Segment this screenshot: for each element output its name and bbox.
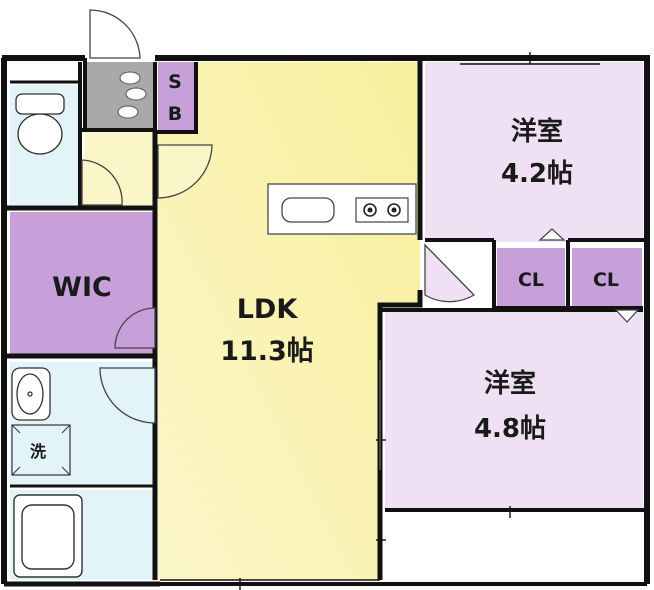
western-room-2-size: 4.8帖	[474, 414, 546, 444]
wic-label: WIC	[52, 272, 112, 303]
closet-2-label: CL	[593, 269, 619, 291]
toilet-door	[81, 159, 123, 206]
room1-door	[424, 243, 476, 303]
washer-label: 洗	[30, 442, 46, 461]
western-room-1-name: 洋室	[511, 116, 563, 147]
western-room-1-size: 4.2帖	[501, 159, 573, 189]
toilet-fixture	[15, 93, 65, 155]
shoe-box	[158, 62, 194, 132]
entry-door	[89, 9, 141, 59]
shoe-box-letter-b: B	[168, 103, 182, 125]
bathtub	[13, 494, 83, 578]
kitchen-counter	[267, 183, 417, 235]
closet-2	[572, 248, 642, 306]
ldk-name: LDK	[237, 294, 299, 325]
wash-door	[99, 367, 156, 424]
western-room-1	[425, 62, 643, 242]
closet-door-marks	[538, 228, 640, 323]
doors	[81, 9, 476, 424]
western-room-2-name: 洋室	[484, 368, 536, 399]
closet-1-label: CL	[518, 269, 544, 291]
wash-basin	[11, 367, 51, 421]
ldk-door	[157, 144, 213, 199]
window-marks	[160, 52, 600, 590]
wic-door	[114, 307, 156, 349]
washer-space	[11, 424, 71, 476]
western-room-2	[385, 312, 643, 508]
ldk-size: 11.3帖	[220, 336, 314, 367]
shoe-box-letter-s: S	[168, 71, 182, 93]
hanger-marks	[117, 71, 147, 119]
balcony	[385, 514, 643, 580]
closet-1	[497, 248, 565, 306]
